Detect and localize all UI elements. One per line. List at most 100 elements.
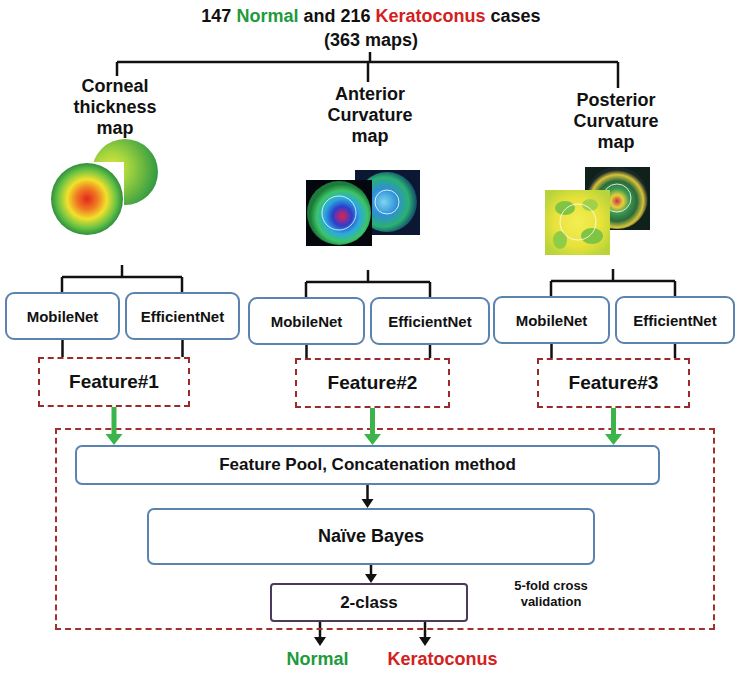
note-text: 5-fold cross validation xyxy=(495,578,607,610)
network-box: EfficientNet xyxy=(125,292,240,340)
output-box: 2-class xyxy=(270,583,468,622)
arrow-head xyxy=(362,499,374,508)
node-text: EfficientNet xyxy=(141,308,224,325)
arrow-head xyxy=(106,434,123,445)
map-ring xyxy=(375,190,399,214)
output-arrow xyxy=(424,622,427,638)
network-box: EfficientNet xyxy=(370,297,490,345)
classifier-box: Naïve Bayes xyxy=(147,508,595,565)
network-box: MobileNet xyxy=(493,296,610,344)
map-ring xyxy=(560,204,596,240)
feature-box: Feature#3 xyxy=(537,358,690,408)
arrow-head xyxy=(365,574,377,583)
map-blob xyxy=(555,201,575,215)
node-text: MobileNet xyxy=(516,312,588,329)
bracket-line xyxy=(429,282,432,297)
connector xyxy=(62,340,63,357)
bracket-line xyxy=(367,62,370,82)
bracket-line xyxy=(617,62,620,88)
connector-line xyxy=(305,345,308,358)
connector-line xyxy=(370,565,373,575)
bracket-line xyxy=(181,277,184,292)
connector-line xyxy=(366,485,369,500)
connector xyxy=(675,344,676,358)
bracket-line xyxy=(367,270,370,282)
map-ring xyxy=(322,196,356,230)
bracket-line xyxy=(550,281,553,296)
network-box: MobileNet xyxy=(5,292,120,340)
bracket-line xyxy=(306,281,430,284)
bracket-line xyxy=(612,269,615,281)
process-box: Feature Pool, Concatenation method xyxy=(75,445,660,485)
feature-box: Feature#2 xyxy=(295,358,450,408)
node-text: 2-class xyxy=(340,593,398,613)
map-title: Posterior Curvature map xyxy=(563,90,669,153)
anterior-map-image xyxy=(307,181,371,245)
bracket-line xyxy=(305,282,308,297)
map-title: Anterior Curvature map xyxy=(318,84,422,147)
title-word: Normal xyxy=(236,6,298,26)
connector-line xyxy=(181,340,184,357)
title-word: Keratoconus xyxy=(376,6,486,26)
node-text: Naïve Bayes xyxy=(318,526,424,547)
map-blob xyxy=(581,228,603,244)
class-label: Normal xyxy=(270,648,365,670)
bracket-line xyxy=(121,265,124,277)
connector-line xyxy=(674,344,677,358)
bracket-line xyxy=(61,277,64,292)
connector-line xyxy=(429,345,432,358)
posterior-map-image xyxy=(545,190,610,255)
bracket-line xyxy=(116,62,119,76)
node-text: Feature Pool, Concatenation method xyxy=(219,455,516,475)
connector xyxy=(430,345,431,358)
title-word: maps) xyxy=(365,30,418,50)
output-arrow xyxy=(319,622,322,638)
network-box: EfficientNet xyxy=(615,296,735,344)
connector-line xyxy=(61,340,64,357)
connector xyxy=(306,345,307,358)
connector xyxy=(362,485,374,508)
map-blob xyxy=(553,231,567,249)
node-text: Feature#2 xyxy=(328,372,418,394)
connector xyxy=(364,408,381,445)
title-word: and xyxy=(303,6,335,26)
title-word: cases xyxy=(491,6,541,26)
node-text: MobileNet xyxy=(271,313,343,330)
title: 147 Normal and 216 Keratoconus cases (36… xyxy=(0,4,742,52)
arrow-head xyxy=(314,637,326,646)
bracket-line xyxy=(551,280,675,283)
class-label: Keratoconus xyxy=(380,648,505,670)
feature-arrow xyxy=(370,408,375,435)
connector xyxy=(551,344,552,358)
connector xyxy=(106,407,123,445)
connector xyxy=(605,408,622,445)
network-box: MobileNet xyxy=(248,297,365,345)
bracket-line xyxy=(674,281,677,296)
title-word: 216 xyxy=(340,6,370,26)
arrow-head xyxy=(364,434,381,445)
bracket-line xyxy=(369,52,372,62)
feature-box: Feature#1 xyxy=(38,357,190,407)
arrow-head xyxy=(605,434,622,445)
arrow-head xyxy=(419,637,431,646)
node-text: EfficientNet xyxy=(388,313,471,330)
title-word: (363 xyxy=(324,30,360,50)
validation-group: 5-fold cross validation Feature Pool, Con… xyxy=(55,428,715,630)
bracket-line xyxy=(62,276,182,279)
thickness-map-image xyxy=(51,163,123,235)
connector xyxy=(182,340,183,357)
node-text: Feature#1 xyxy=(69,371,159,393)
node-text: Feature#3 xyxy=(569,372,659,394)
map-background xyxy=(306,180,372,246)
feature-arrow xyxy=(611,408,616,435)
feature-arrow xyxy=(112,407,117,435)
connector-line xyxy=(550,344,553,358)
connector xyxy=(365,565,377,583)
map-background xyxy=(50,162,124,236)
node-text: MobileNet xyxy=(27,308,99,325)
map-title: Corneal thickness map xyxy=(62,76,168,139)
node-text: EfficientNet xyxy=(633,312,716,329)
title-word: 147 xyxy=(201,6,231,26)
